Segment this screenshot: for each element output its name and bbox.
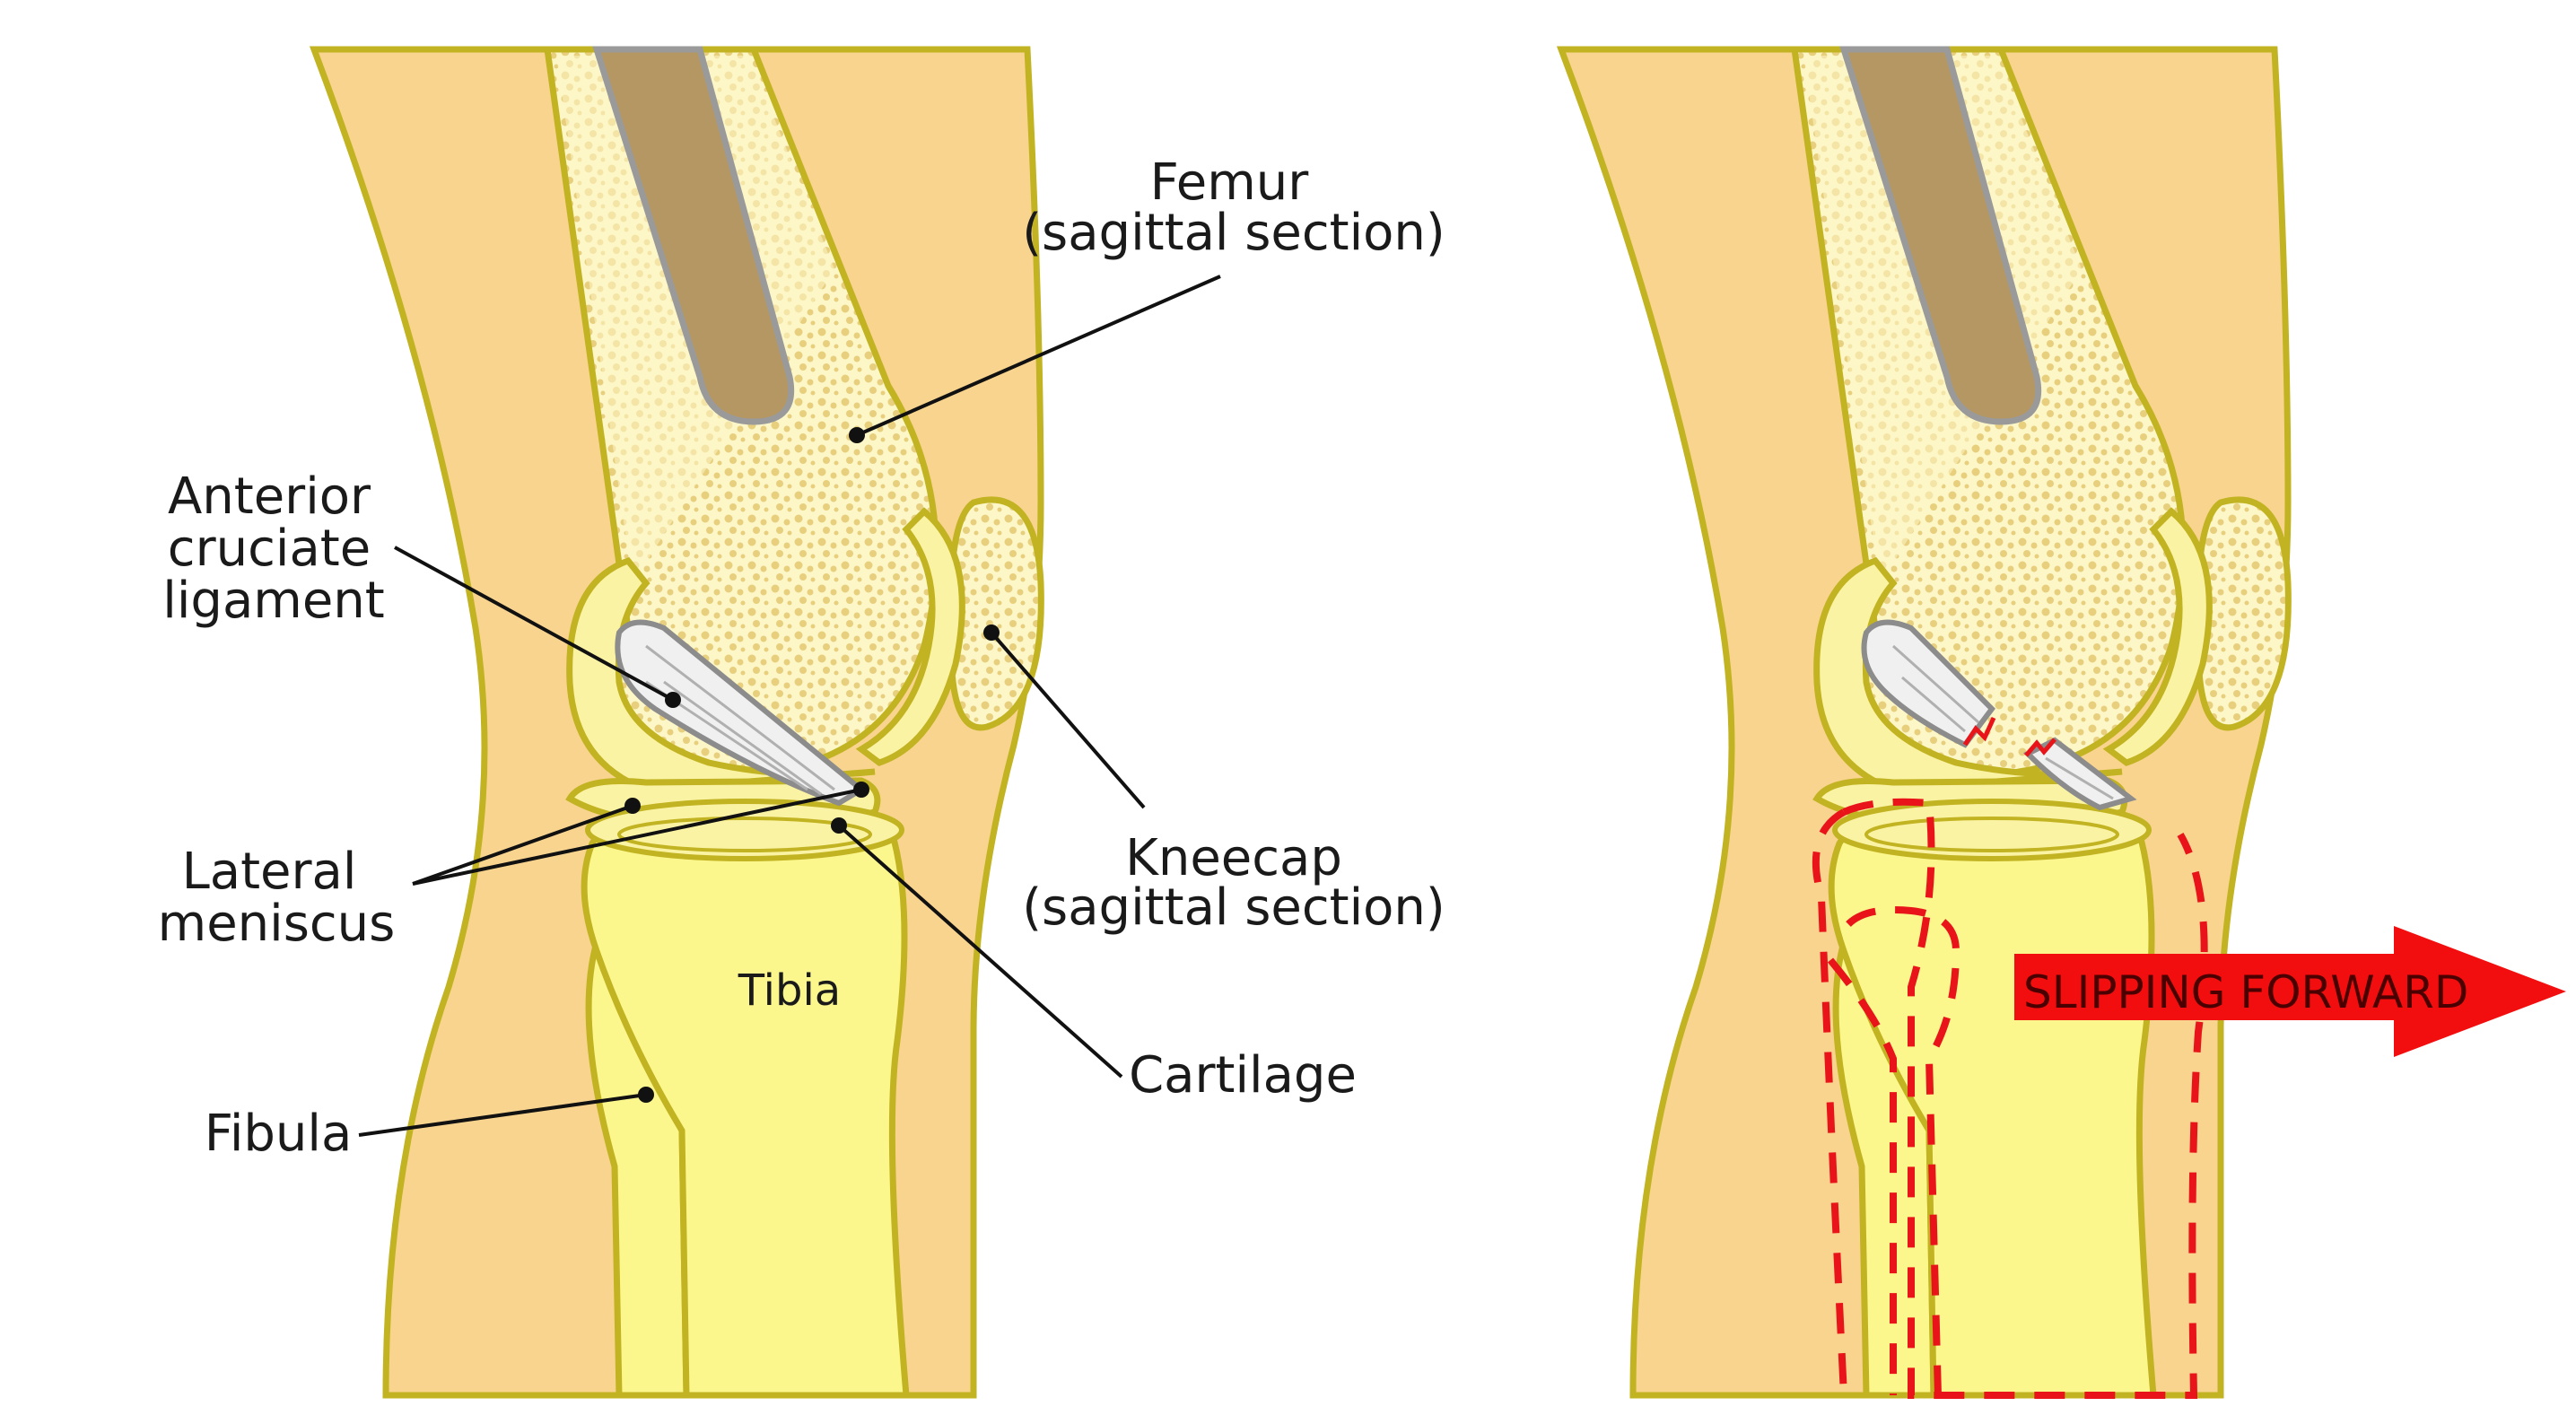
injured-knee — [1556, 46, 2292, 1399]
slipping-forward-arrow: SLIPPING FORWARD — [2014, 926, 2566, 1057]
slipping-forward-label: SLIPPING FORWARD — [2023, 966, 2468, 1018]
femur-label-line1: Femur — [1150, 153, 1310, 212]
label-acl: Anterior cruciate ligament — [162, 467, 681, 708]
torn-acl-upper — [1861, 619, 1995, 748]
original-fibula-head-outline — [1846, 906, 1960, 1396]
femur-marrow-right — [1839, 46, 2042, 425]
femur-marrow — [592, 46, 795, 425]
label-kneecap: Kneecap (sagittal section) — [983, 625, 1445, 937]
label-fibula: Fibula — [205, 1087, 654, 1163]
normal-knee — [309, 46, 1044, 1399]
femur-trochlea-cartilage — [855, 507, 965, 766]
label-cartilage: Cartilage — [831, 817, 1357, 1105]
tibial-cartilage-inner — [617, 817, 872, 852]
fibula-label: Fibula — [205, 1105, 353, 1163]
tibia-label: Tibia — [738, 965, 841, 1016]
tibial-cartilage — [585, 799, 904, 861]
meniscus-label-line1: Lateral — [182, 843, 357, 901]
meniscus-label-line2: meniscus — [158, 895, 396, 953]
acl — [615, 619, 867, 807]
acl-label-line2: cruciate — [168, 520, 371, 578]
kneecap-label-line2: (sagittal section) — [1022, 878, 1445, 937]
label-meniscus: Lateral meniscus — [158, 782, 869, 953]
cartilage-label: Cartilage — [1129, 1046, 1357, 1105]
kneecap-label-line1: Kneecap — [1125, 829, 1342, 887]
label-femur: Femur (sagittal section) — [849, 153, 1445, 443]
acl-label-line3: ligament — [162, 572, 384, 630]
torn-acl-lower — [2022, 737, 2137, 811]
acl-label-line1: Anterior — [168, 467, 371, 526]
original-fibula-outline — [1812, 808, 1847, 1396]
femur-label-line2: (sagittal section) — [1022, 204, 1445, 262]
